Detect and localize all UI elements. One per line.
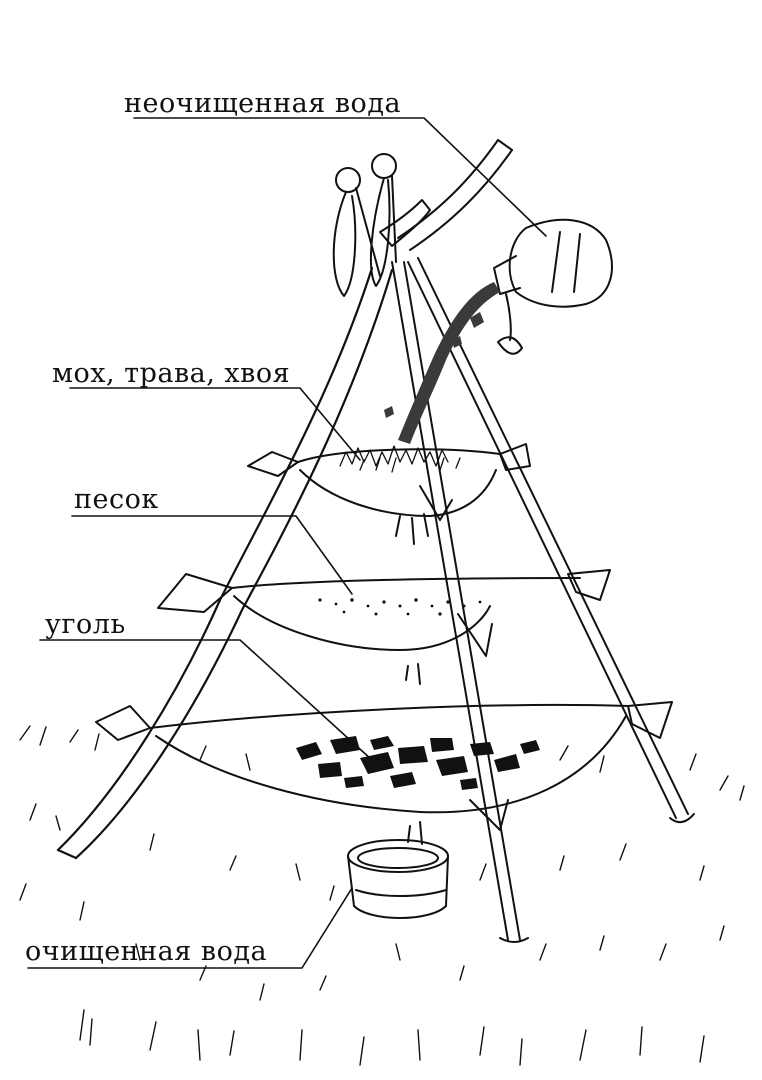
top-branch: [379, 139, 513, 251]
coal-layer: [296, 736, 540, 790]
label-sand: песок: [74, 484, 159, 515]
water-bottle: [493, 218, 613, 355]
label-clean-water: очищенная вода: [25, 936, 268, 967]
middle-cloth: [157, 569, 611, 685]
right-back-pole: [407, 257, 695, 824]
left-pole: [56, 266, 394, 860]
moss-layer: [339, 445, 461, 473]
dirty-water-stream: [384, 282, 500, 444]
label-coal: уголь: [45, 609, 126, 640]
hanging-straps: [332, 153, 397, 297]
clean-water-cup: [347, 839, 449, 919]
sand-layer: [318, 598, 482, 616]
grass: [19, 725, 745, 1066]
leader-lines: [27, 117, 547, 969]
label-raw-water: неочищенная вода: [124, 88, 402, 119]
label-moss-grass-needles: мох, трава, хвоя: [52, 358, 291, 389]
bottom-cloth: [95, 701, 673, 845]
